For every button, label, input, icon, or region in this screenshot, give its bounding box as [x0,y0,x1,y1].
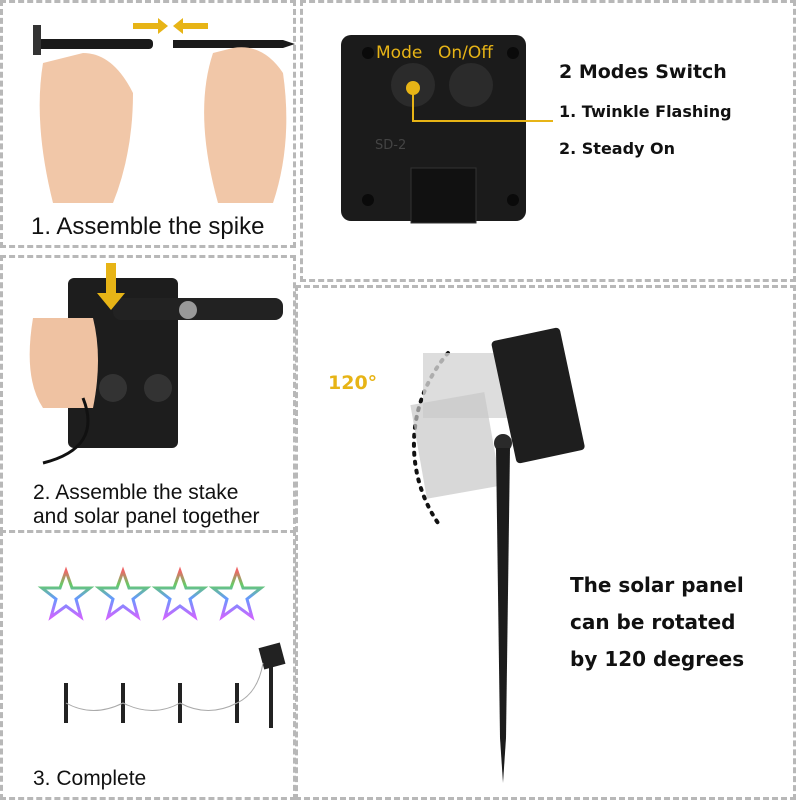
rotation-panel: 120° The solar panel can be rotated by 1… [295,285,796,800]
step-3-caption: 3. Complete [33,767,147,790]
step-1-caption: 1. Assemble the spike [31,213,265,240]
power-button [449,63,493,107]
arrow-down-icon [97,263,125,310]
angle-label: 120° [328,372,378,394]
rotation-description-line-2: can be rotated [570,610,736,634]
step-2-caption-line-1: 2. Assemble the stake [33,481,239,504]
model-text: SD-2 [375,138,407,153]
onoff-button-label: On/Off [438,43,493,63]
arrow-left-icon [173,18,208,34]
rotation-description-line-1: The solar panel [570,573,744,597]
stake-panel-illustration [29,263,283,465]
step-1-panel: 1. Assemble the spike [0,0,296,248]
arrow-right-icon [133,18,168,34]
step-2-panel: 2. Assemble the stake and solar panel to… [0,255,296,533]
complete-star-lights-illustration [37,566,286,728]
step-2-caption-line-2: and solar panel together [33,505,260,528]
mode-1-label: 1. Twinkle Flashing [559,102,732,121]
rotation-arc [411,351,450,525]
mode-button-label: Mode [376,43,423,63]
switch-box-illustration [341,35,553,224]
rotating-stake-illustration [410,327,585,783]
switch-title: 2 Modes Switch [559,61,727,83]
mode-switch-panel: Mode On/Off SD-2 2 Modes Switch 1. Twink… [300,0,796,282]
step-3-panel: 3. Complete [0,530,296,800]
spike-assembly-illustration [33,18,295,204]
mode-2-label: 2. Steady On [559,139,676,158]
rotation-description-line-3: by 120 degrees [570,647,745,671]
